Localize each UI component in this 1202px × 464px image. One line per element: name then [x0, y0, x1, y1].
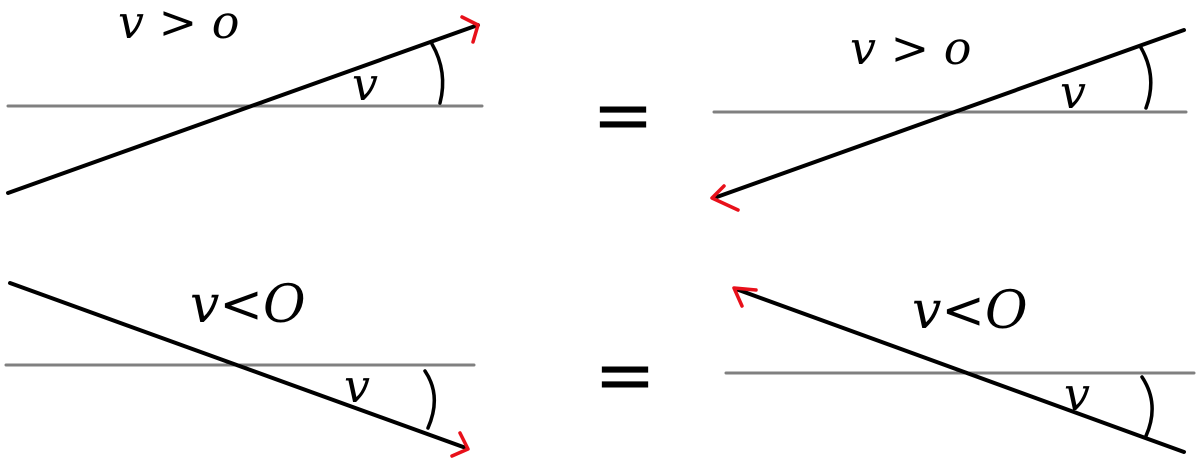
angle-arc: [430, 42, 445, 105]
angle-arc: [1140, 375, 1154, 438]
ray-line: [6, 23, 480, 195]
condition-label: v > o: [118, 0, 239, 49]
panel-bottom-left: v v<O: [4, 275, 476, 458]
angle-label: v: [344, 359, 370, 413]
ray-line: [8, 281, 468, 450]
angle-label: v: [1064, 367, 1090, 421]
panel-bottom-right: v v<O: [724, 281, 1196, 454]
ray-line: [712, 28, 1186, 200]
angle-label: v: [1060, 65, 1086, 119]
angle-arc: [1138, 44, 1153, 110]
condition-label: v<O: [912, 281, 1028, 341]
arrowhead-icon: [460, 15, 480, 44]
condition-label: v > o: [850, 21, 971, 75]
angle-arc: [423, 369, 436, 430]
panel-top-left: v v > o: [6, 0, 484, 195]
panel-top-right: v v > o: [710, 21, 1188, 212]
arrowhead-icon: [732, 286, 758, 308]
arrowhead-icon: [710, 184, 740, 212]
arrowhead-icon: [450, 431, 470, 458]
condition-label: v<O: [190, 275, 306, 335]
equals-sign: =: [594, 332, 656, 418]
angle-label: v: [352, 57, 378, 111]
equals-sign: =: [592, 72, 654, 158]
ray-line: [734, 287, 1186, 454]
